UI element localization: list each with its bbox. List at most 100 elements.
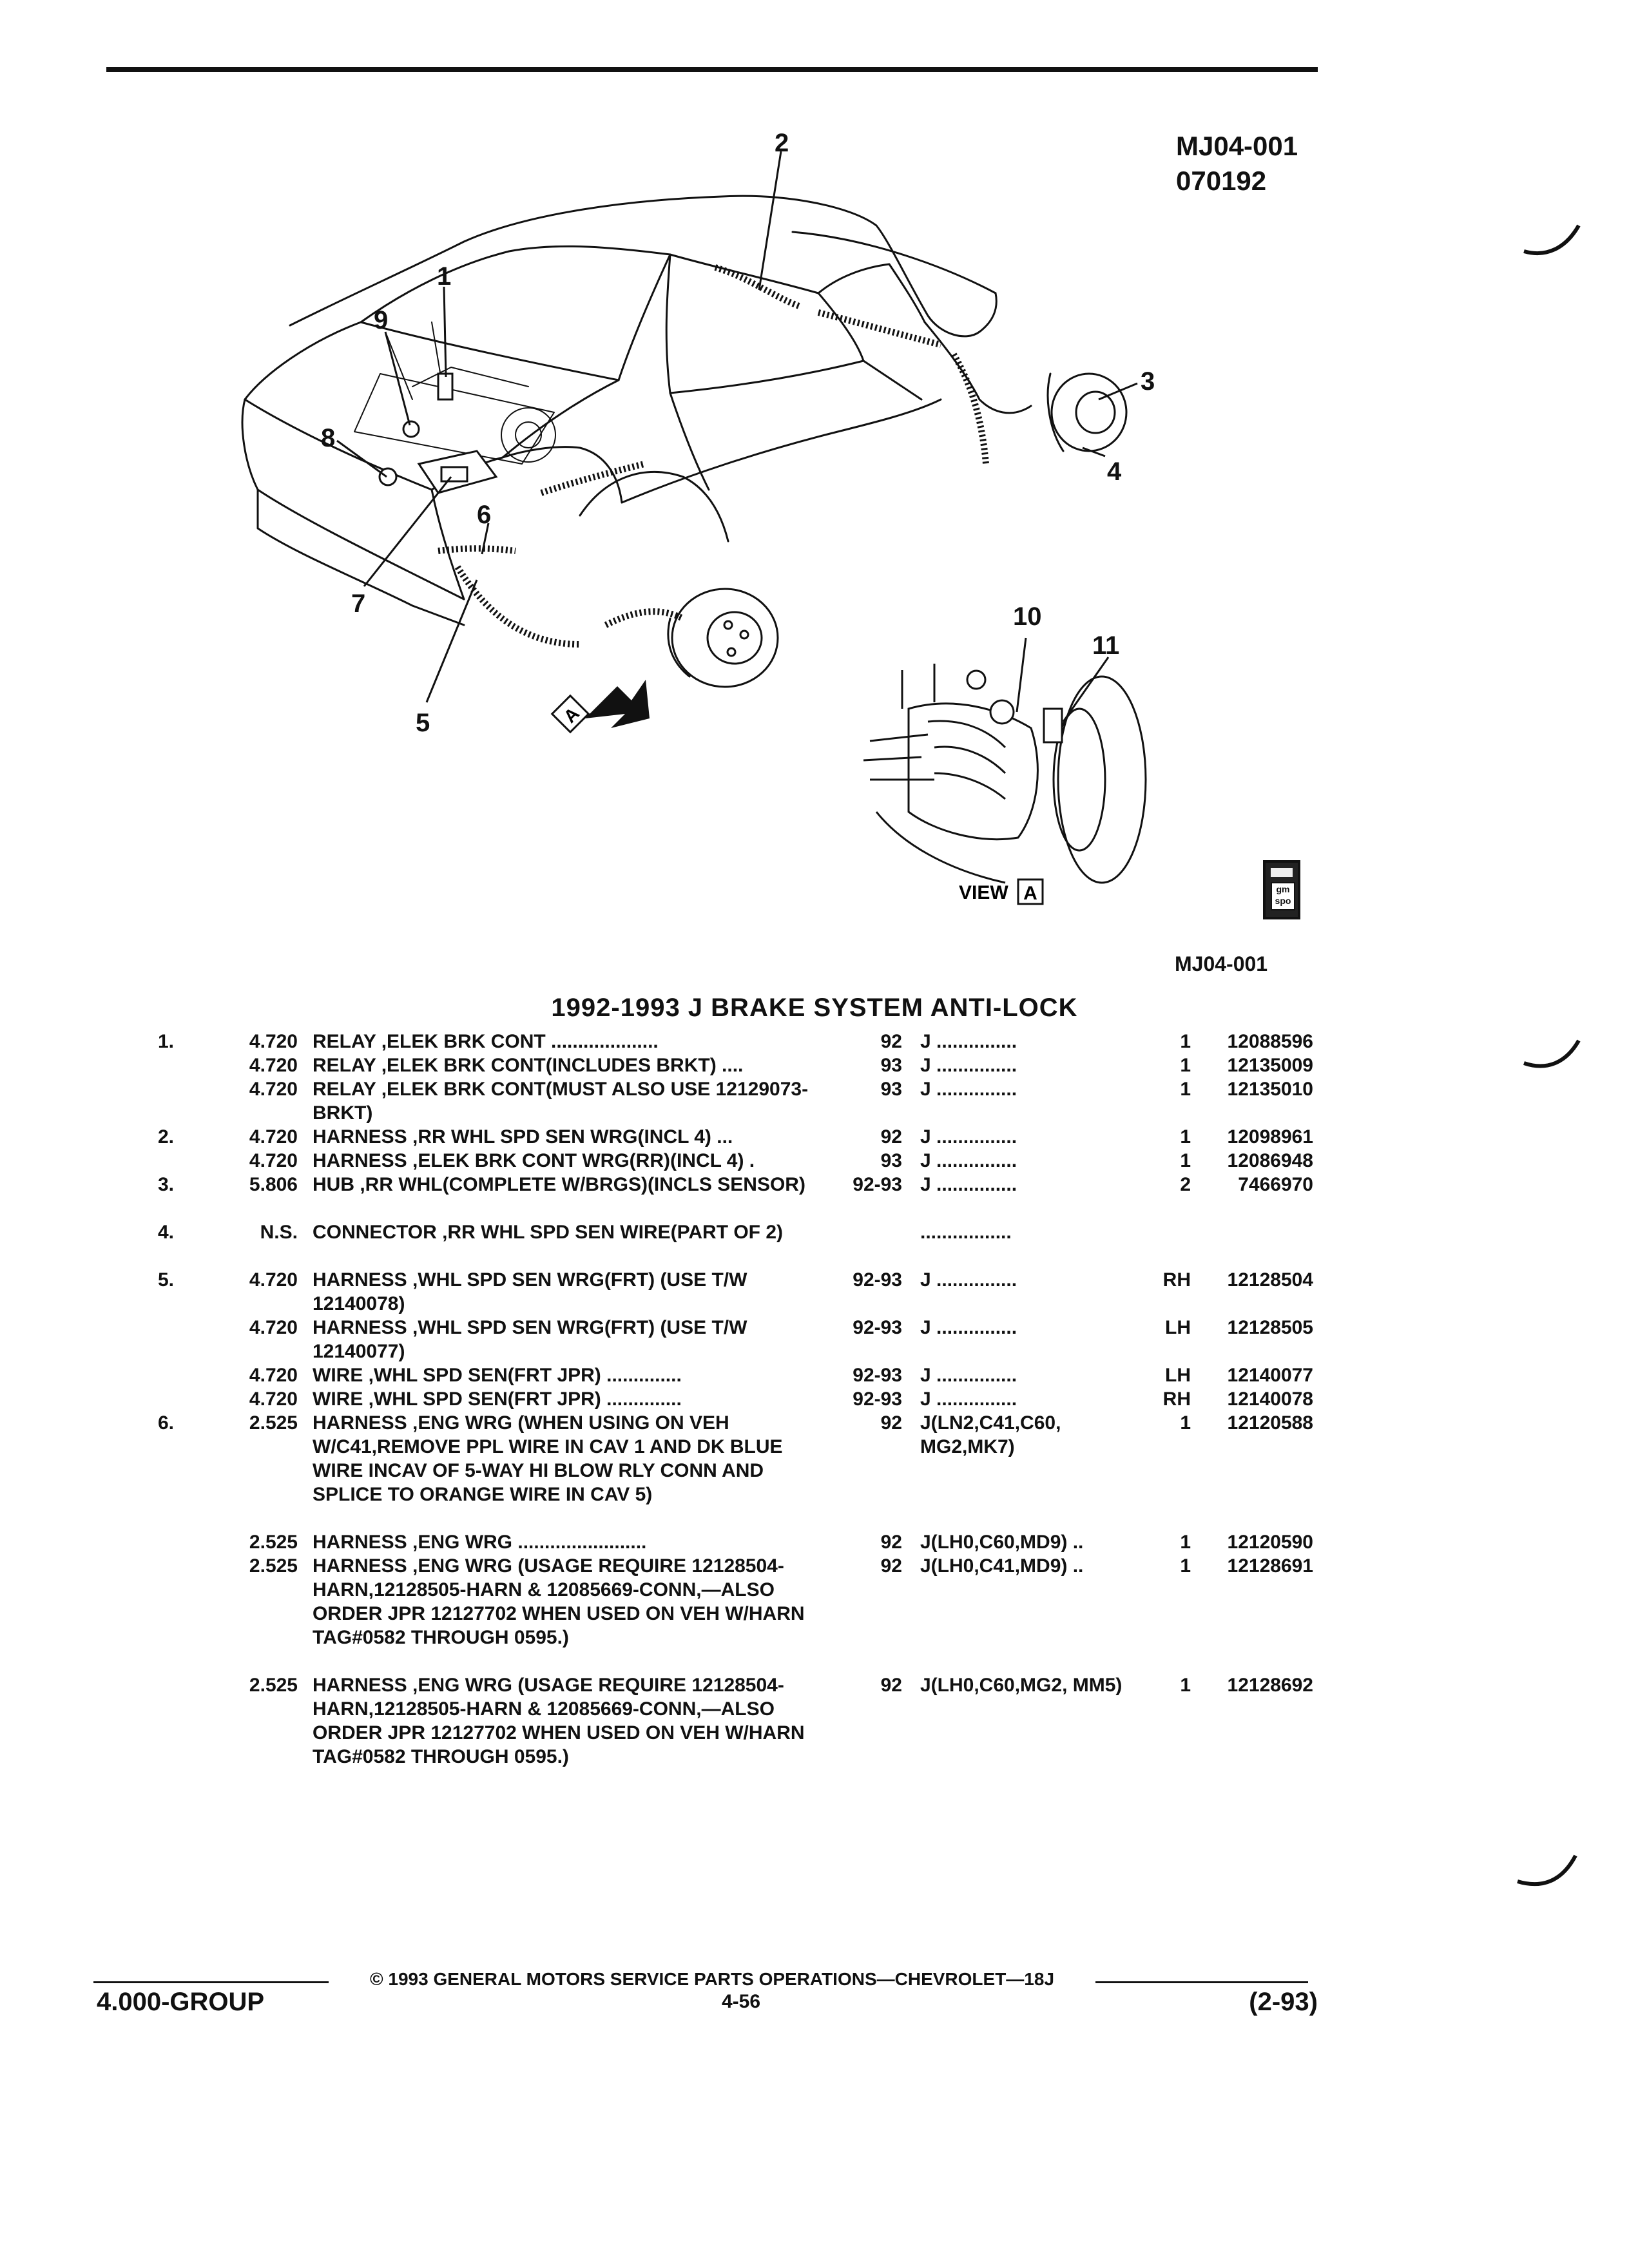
reference-code: MJ04-001 — [1176, 131, 1298, 161]
parts-group: 4.720 — [249, 1269, 298, 1291]
section-title: 1992-1993 J BRAKE SYSTEM ANTI-LOCK — [551, 994, 1078, 1022]
figure-code: MJ04-001 — [1175, 952, 1268, 975]
parts-qty: RH — [1162, 1389, 1191, 1410]
parts-years: 92 — [880, 1555, 902, 1577]
parts-years: 92-93 — [853, 1174, 902, 1195]
parts-years: 92-93 — [853, 1389, 902, 1410]
callout-4: 4 — [1107, 457, 1122, 486]
parts-pn: 7466970 — [1238, 1174, 1313, 1195]
parts-app: J ............... — [920, 1079, 1017, 1100]
parts-group: 4.720 — [249, 1055, 298, 1076]
parts-qty: 1 — [1180, 1126, 1191, 1148]
parts-group: 4.720 — [249, 1389, 298, 1410]
callout-9: 9 — [374, 306, 388, 334]
harness-wiring — [438, 264, 989, 648]
parts-row: 4.720 WIRE ,WHL SPD SEN(FRT JPR) ........… — [0, 1363, 1629, 1387]
parts-pn: 12098961 — [1227, 1126, 1313, 1148]
parts-app: ................. — [920, 1222, 1012, 1243]
relay-module — [378, 372, 498, 494]
gm-spo-logo: gm spo — [1263, 860, 1300, 919]
parts-pn: 12128505 — [1227, 1317, 1313, 1338]
parts-row: 4.720 HARNESS ,WHL SPD SEN WRG(FRT) (USE … — [0, 1316, 1629, 1363]
parts-qty: 1 — [1180, 1055, 1191, 1076]
parts-desc: HARNESS ,WHL SPD SEN WRG(FRT) (USE T/W 1… — [313, 1317, 747, 1362]
parts-years: 93 — [880, 1079, 902, 1100]
parts-years: 93 — [880, 1150, 902, 1171]
copyright-line: © 1993 GENERAL MOTORS SERVICE PARTS OPER… — [369, 1969, 1055, 1989]
parts-app: J ............... — [920, 1031, 1017, 1052]
parts-app: J ............... — [920, 1055, 1017, 1076]
parts-desc: RELAY ,ELEK BRK CONT(MUST ALSO USE 12129… — [313, 1079, 809, 1124]
parts-qty: 1 — [1180, 1412, 1191, 1434]
parts-ref: 5. — [158, 1269, 175, 1291]
parts-pn: 12140077 — [1227, 1365, 1313, 1386]
parts-group: 2.525 — [249, 1555, 298, 1577]
parts-pn: 12120588 — [1227, 1412, 1313, 1434]
callout-10: 10 — [1013, 602, 1042, 631]
parts-desc: WIRE ,WHL SPD SEN(FRT JPR) .............… — [313, 1365, 682, 1386]
svg-text:VIEW: VIEW — [959, 882, 1008, 903]
parts-app: J ............... — [920, 1365, 1017, 1386]
parts-pn: 12128504 — [1227, 1269, 1313, 1291]
parts-qty: 1 — [1180, 1031, 1191, 1052]
parts-pn: 12135010 — [1227, 1079, 1313, 1100]
parts-app: J ............... — [920, 1174, 1017, 1195]
parts-group: 4.720 — [249, 1317, 298, 1338]
parts-years: 92-93 — [853, 1317, 902, 1338]
parts-pn: 12128692 — [1227, 1675, 1313, 1696]
parts-pn: 12140078 — [1227, 1389, 1313, 1410]
parts-desc: HARNESS ,ENG WRG (WHEN USING ON VEH W/C4… — [313, 1412, 783, 1505]
footer-rule-right — [1095, 1981, 1308, 1983]
parts-years: 93 — [880, 1055, 902, 1076]
view-label-letter: A — [1023, 883, 1037, 904]
callout-5: 5 — [416, 709, 430, 737]
parts-qty: LH — [1165, 1365, 1191, 1386]
parts-pn: 12120590 — [1227, 1532, 1313, 1553]
parts-pn: 12128691 — [1227, 1555, 1313, 1577]
parts-years: 92 — [880, 1532, 902, 1553]
callout-8: 8 — [321, 424, 335, 452]
parts-group: 4.720 — [249, 1365, 298, 1386]
reference-block: MJ04-001 070192 — [1176, 129, 1298, 198]
parts-years: 92 — [880, 1126, 902, 1148]
parts-years: 92 — [880, 1031, 902, 1052]
view-a-detail — [863, 664, 1147, 884]
scan-mark — [1523, 1039, 1581, 1068]
parts-years: 92 — [880, 1412, 902, 1434]
parts-qty: 1 — [1180, 1079, 1191, 1100]
parts-qty: 1 — [1180, 1555, 1191, 1577]
view-a-arrow: A — [550, 680, 650, 734]
parts-desc: HARNESS ,WHL SPD SEN WRG(FRT) (USE T/W 1… — [313, 1269, 747, 1314]
callout-11: 11 — [1092, 631, 1119, 660]
callout-7: 7 — [351, 590, 365, 618]
parts-group: N.S. — [260, 1222, 298, 1243]
callout-numbers: 2 1 9 8 6 7 3 4 5 10 11 — [321, 129, 1155, 737]
parts-ref: 4. — [158, 1222, 175, 1243]
parts-ref: 2. — [158, 1126, 175, 1148]
parts-group: 4.720 — [249, 1031, 298, 1052]
parts-desc: HUB ,RR WHL(COMPLETE W/BRGS)(INCLS SENSO… — [313, 1174, 805, 1195]
callout-6: 6 — [477, 501, 491, 529]
parts-desc: HARNESS ,ENG WRG .......................… — [313, 1532, 647, 1553]
parts-ref: 3. — [158, 1174, 175, 1195]
parts-group: 2.525 — [249, 1675, 298, 1696]
scan-mark — [1517, 1854, 1577, 1887]
parts-years: 92 — [880, 1675, 902, 1696]
parts-qty: LH — [1165, 1317, 1191, 1338]
parts-group: 5.806 — [249, 1174, 298, 1195]
parts-app: J(LH0,C41,MD9) .. — [920, 1555, 1084, 1577]
parts-app: J ............... — [920, 1317, 1017, 1338]
reference-date: 070192 — [1176, 166, 1267, 196]
top-rule — [106, 67, 1318, 72]
parts-row: 5. 4.720 HARNESS ,WHL SPD SEN WRG(FRT) (US… — [0, 1268, 1629, 1316]
parts-qty: 1 — [1180, 1150, 1191, 1171]
parts-app: J(LN2,C41,C60, MG2,MK7) — [920, 1412, 1061, 1457]
callout-2: 2 — [775, 129, 789, 157]
